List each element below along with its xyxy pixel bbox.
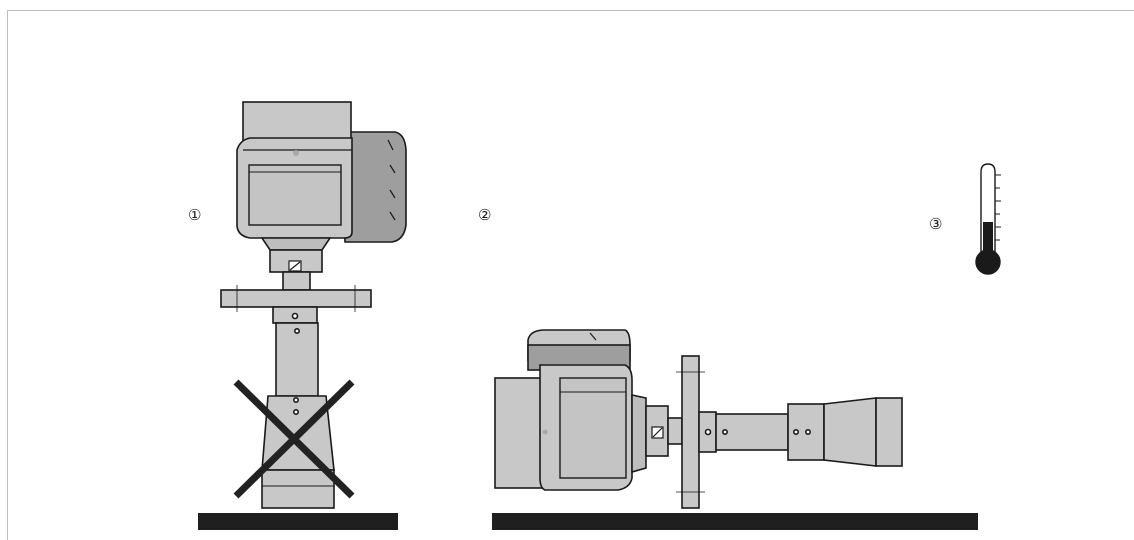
marker-temperature: ③ [929,215,943,233]
cross-mark [233,379,355,499]
ground-bar-left [198,513,398,530]
marker-horizontal-installation: ② [478,206,492,224]
diagram-frame [7,10,1134,540]
ground-bar-right [492,513,978,530]
vertical-device [220,101,407,509]
thermometer-icon [975,163,1001,275]
marker-vertical-installation: ① [188,206,202,224]
horizontal-device [494,329,903,509]
